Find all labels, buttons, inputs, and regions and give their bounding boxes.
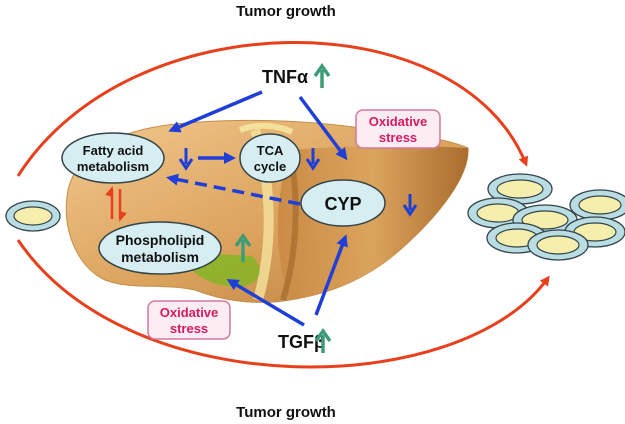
tgf-beta-label: TGFβ bbox=[278, 332, 325, 352]
oxidative-stress-box-right: Oxidative stress bbox=[355, 109, 441, 149]
arrow-tnf-to-fatty-acid bbox=[168, 90, 263, 133]
phospholipid-label-line1: Phospholipid bbox=[116, 232, 205, 248]
tca-label-line2: cycle bbox=[254, 159, 287, 174]
down-arrow-icon bbox=[402, 194, 418, 217]
oxidative-stress-left-line1: Oxidative bbox=[160, 305, 219, 320]
down-arrow-icon bbox=[305, 148, 321, 171]
tumor-growth-bottom-label: Tumor growth bbox=[236, 404, 336, 421]
up-arrow-icon bbox=[314, 327, 332, 353]
down-arrow-icon bbox=[178, 148, 194, 171]
up-arrow-icon bbox=[234, 232, 252, 262]
bidirectional-red-arrow-icon bbox=[105, 185, 127, 223]
fatty-acid-label-line1: Fatty acid bbox=[83, 143, 144, 158]
up-arrow-icon bbox=[313, 62, 331, 88]
tumor-growth-top-arc bbox=[16, 41, 529, 177]
cyp-label: CYP bbox=[324, 194, 361, 214]
arrow-tgf-to-cyp bbox=[314, 234, 348, 316]
oxidative-stress-right-line2: stress bbox=[379, 130, 417, 145]
arrow-cyp-to-fatty-dashed bbox=[166, 173, 301, 206]
tca-label-line1: TCA bbox=[257, 143, 284, 158]
oxidative-stress-left-line2: stress bbox=[170, 321, 208, 336]
node-fatty-acid-metabolism: Fatty acid metabolism bbox=[61, 132, 165, 184]
tumor-cell-left bbox=[5, 200, 61, 232]
tnf-alpha-label: TNFα bbox=[262, 67, 308, 87]
phospholipid-label-line2: metabolism bbox=[121, 249, 199, 265]
tumor-growth-top-label: Tumor growth bbox=[236, 3, 336, 20]
node-cyp: CYP bbox=[300, 179, 386, 227]
oxidative-stress-right-line1: Oxidative bbox=[369, 114, 428, 129]
arrow-tgf-to-phospholipid bbox=[226, 278, 305, 327]
tumor-cell-cluster bbox=[467, 173, 625, 261]
tgf-beta-signal: TGFβ bbox=[278, 327, 332, 353]
oxidative-stress-box-left: Oxidative stress bbox=[147, 300, 231, 340]
node-phospholipid-metabolism: Phospholipid metabolism bbox=[98, 221, 222, 275]
fatty-acid-label-line2: metabolism bbox=[77, 159, 149, 174]
tnf-alpha-signal: TNFα bbox=[262, 62, 331, 88]
node-tca-cycle: TCA cycle bbox=[239, 133, 301, 183]
arrow-tnf-to-cyp bbox=[298, 95, 348, 161]
signal-arrows bbox=[166, 90, 348, 327]
tumor-growth-bottom-arc bbox=[16, 239, 550, 369]
